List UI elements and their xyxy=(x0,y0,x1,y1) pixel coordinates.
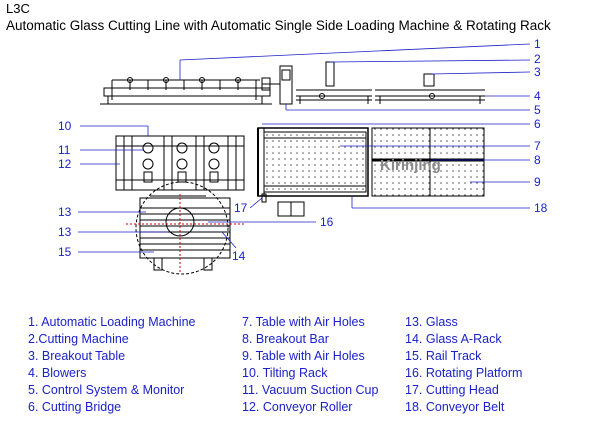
diagram-code: L3C xyxy=(6,1,30,16)
legend-item: 12. Conveyor Roller xyxy=(242,400,353,414)
legend-column-1: 1. Automatic Loading Machine 2.Cutting M… xyxy=(28,314,195,416)
callout-7: 7 xyxy=(534,139,541,153)
legend-item: 8. Breakout Bar xyxy=(242,332,329,346)
loading-machine-plan xyxy=(115,135,245,191)
diagram-title: Automatic Glass Cutting Line with Automa… xyxy=(6,18,551,33)
callout-2: 2 xyxy=(534,52,541,66)
rotating-rack-plan xyxy=(135,181,231,275)
callout-6: 6 xyxy=(534,117,541,131)
callout-9: 9 xyxy=(534,175,541,189)
control-system-monitor xyxy=(261,65,293,105)
callout-10: 10 xyxy=(58,119,72,133)
center-lines xyxy=(126,194,246,272)
legend-item: 15. Rail Track xyxy=(405,349,482,363)
legend-column-3: 13. Glass 14. Glass A-Rack 15. Rail Trac… xyxy=(405,314,522,416)
legend-item: 10. Tilting Rack xyxy=(242,366,328,380)
layout-diagram: Kirinjing 1 2 3 4 5 6 7 8 9 10 11 12 xyxy=(58,37,548,275)
legend-column-2: 7. Table with Air Holes 8. Breakout Bar … xyxy=(242,314,378,416)
cutting-machine-side xyxy=(296,61,372,104)
legend-item: 1. Automatic Loading Machine xyxy=(28,315,196,329)
watermark: Kirinjing xyxy=(380,157,441,174)
cutting-table-plan xyxy=(257,127,369,203)
callout-numbers: 1 2 3 4 5 6 7 8 9 10 11 12 13 13 15 16 1… xyxy=(58,37,548,263)
callout-14: 14 xyxy=(232,249,246,263)
callout-5: 5 xyxy=(534,103,541,117)
callout-11: 11 xyxy=(58,143,71,157)
callout-18: 18 xyxy=(534,201,548,215)
callout-3: 3 xyxy=(534,65,541,79)
legend-item: 11. Vacuum Suction Cup xyxy=(242,383,379,397)
callout-13a: 13 xyxy=(58,205,72,219)
callout-4: 4 xyxy=(534,89,541,103)
legend-item: 3. Breakout Table xyxy=(28,349,126,363)
callout-8: 8 xyxy=(534,153,541,167)
callout-16: 16 xyxy=(320,215,334,229)
legend-item: 18. Conveyor Belt xyxy=(405,400,505,414)
legend-item: 9. Table with Air Holes xyxy=(242,349,365,363)
legend-item: 4. Blowers xyxy=(28,366,87,380)
legend-item: 5. Control System & Monitor xyxy=(28,383,185,397)
callout-15: 15 xyxy=(58,245,72,259)
legend-item: 6. Cutting Bridge xyxy=(28,400,122,414)
legend-item: 17. Cutting Head xyxy=(405,383,499,397)
legend-item: 2.Cutting Machine xyxy=(28,332,129,346)
loading-machine-side xyxy=(100,77,272,105)
legend-item: 16. Rotating Platform xyxy=(405,366,523,380)
breakout-table-plan xyxy=(371,127,485,197)
callout-1: 1 xyxy=(534,37,541,51)
legend-item: 14. Glass A-Rack xyxy=(405,332,502,346)
legend-item: 13. Glass xyxy=(405,315,458,329)
callout-12: 12 xyxy=(58,157,72,171)
leader-lines xyxy=(78,43,531,253)
callout-17: 17 xyxy=(234,201,248,215)
callout-13b: 13 xyxy=(58,225,72,239)
side-view xyxy=(100,61,485,105)
breakout-table-side xyxy=(375,73,485,104)
legend-item: 7. Table with Air Holes xyxy=(242,315,365,329)
plan-view xyxy=(115,127,485,275)
